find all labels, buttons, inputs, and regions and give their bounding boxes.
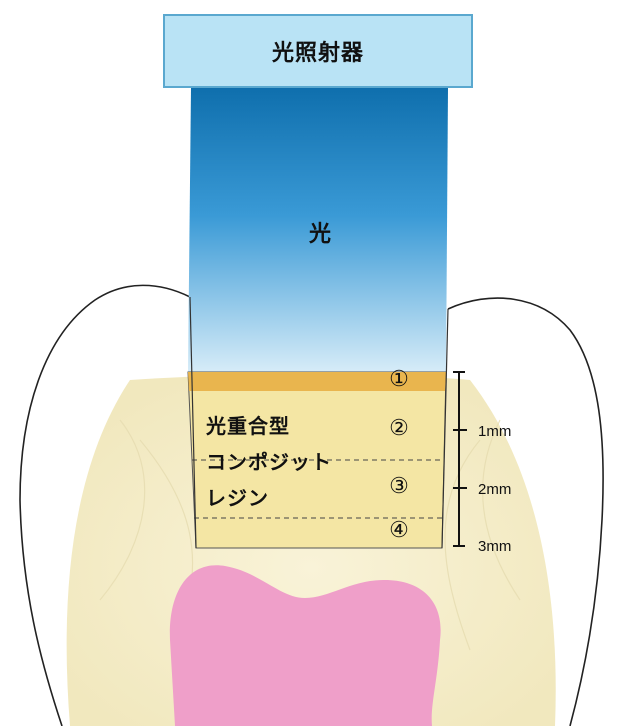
depth-scale [453, 371, 467, 547]
layer-number-4: ④ [389, 518, 409, 543]
depth-label-1mm: 1mm [478, 423, 512, 440]
light-curing-unit-label: 光照射器 [271, 41, 364, 66]
resin-label-line-1: 光重合型 [206, 414, 290, 438]
light-beam [188, 88, 448, 372]
tooth-outline-right [447, 297, 604, 726]
light-label: 光 [308, 222, 331, 247]
resin-label-line-2: コンポジット [206, 450, 332, 474]
dentin-texture [99, 419, 521, 651]
pulp [169, 565, 441, 726]
light-curing-unit: 光照射器 [163, 14, 473, 88]
layer-number-3: ③ [389, 474, 409, 499]
tooth-outline-left [19, 284, 191, 726]
layer-number-1: ① [389, 367, 409, 392]
cured-layer [188, 372, 446, 391]
depth-label-3mm: 3mm [478, 538, 512, 555]
layer-number-2: ② [389, 416, 409, 441]
resin-label-line-3: レジン [206, 486, 269, 510]
cavity-wall-left [189, 296, 197, 549]
cavity-wall-right [441, 308, 449, 549]
depth-label-2mm: 2mm [478, 481, 512, 498]
